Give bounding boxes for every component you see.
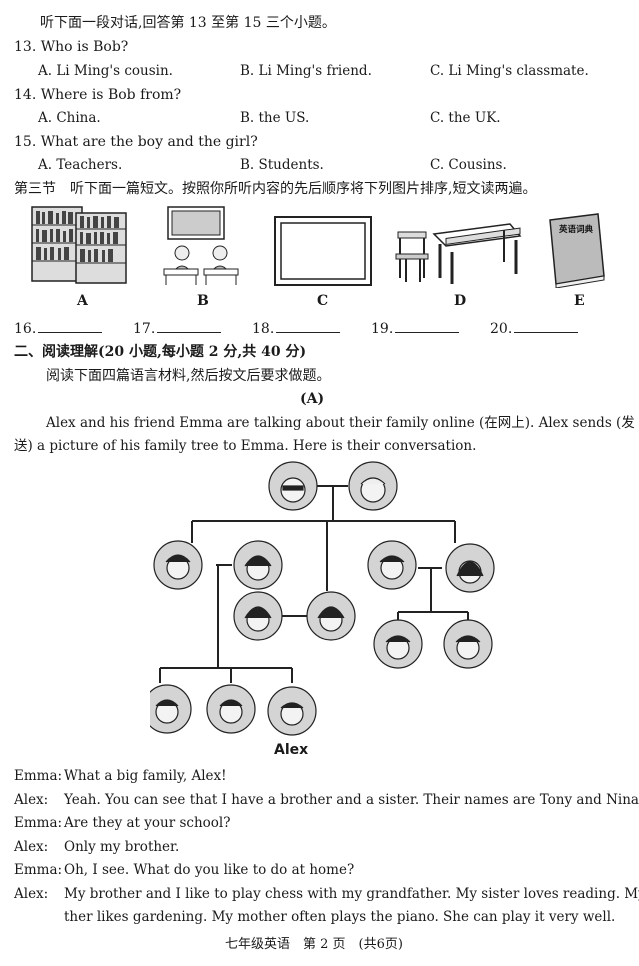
dialogue-line-1: Emma:What a big family, Alex! [14,768,227,784]
picture-label-c: C [317,293,329,309]
classroom-picture [163,206,239,285]
passage-line-1: Alex and his friend Emma are talking abo… [46,415,635,431]
question-14: 14. Where is Bob from? [14,87,182,103]
q14-option-c: C. the UK. [430,110,501,126]
dialogue-line-5: Emma:Oh, I see. What do you like to do a… [14,862,355,878]
answer-blank-16[interactable]: 16. [14,318,103,337]
dialogue-line-6-cont: ther likes gardening. My mother often pl… [64,909,616,925]
q14-option-b: B. the US. [240,110,310,126]
q15-option-c: C. Cousins. [430,157,507,173]
picture-label-b: B [197,293,209,309]
dialogue-line-2: Alex:Yeah. You can see that I have a bro… [14,792,639,808]
answer-blank-17[interactable]: 17. [133,318,222,337]
q13-option-a: A. Li Ming's cousin. [38,63,173,79]
picture-label-e: E [574,293,585,309]
picture-label-d: D [454,293,467,309]
q14-option-a: A. China. [38,110,101,126]
dialogue-line-6: Alex:My brother and I like to play chess… [14,886,639,902]
dialogue-line-3: Emma:Are they at your school? [14,815,231,831]
section3-instruction: 第三节 听下面一篇短文。按照你所听内容的先后顺序将下列图片排序,短文读两遍。 [14,181,537,197]
q13-option-b: B. Li Ming's friend. [240,63,372,79]
dialogue-line-4: Alex:Only my brother. [14,839,180,855]
passage-line-2: 送) a picture of his family tree to Emma.… [14,438,477,454]
answer-blank-18[interactable]: 18. [252,318,341,337]
desk-chair-picture [395,223,522,284]
picture-label-a: A [77,293,88,309]
q15-option-a: A. Teachers. [38,157,123,173]
question-13: 13. Who is Bob? [14,39,129,55]
bookshelf-picture [31,206,127,284]
q15-option-b: B. Students. [240,157,324,173]
dialogue-intro: 听下面一段对话,回答第 13 至第 15 三个小题。 [40,15,336,31]
dictionary-picture: 英语词典 [549,213,605,288]
family-tree-diagram [150,461,495,736]
answer-blank-20[interactable]: 20. [490,318,579,337]
blackboard-picture [274,216,372,286]
reading-heading: 二、阅读理解(20 小题,每小题 2 分,共 40 分) [14,344,307,360]
page-footer: 七年级英语 第 2 页 (共6页) [225,937,403,952]
question-15: 15. What are the boy and the girl? [14,134,258,150]
answer-blank-19[interactable]: 19. [371,318,460,337]
tree-caption: Alex [274,742,309,758]
reading-instruction: 阅读下面四篇语言材料,然后按文后要求做题。 [46,368,331,384]
dictionary-title: 英语词典 [558,224,594,235]
passage-label: (A) [300,391,325,407]
q13-option-c: C. Li Ming's classmate. [430,63,589,79]
